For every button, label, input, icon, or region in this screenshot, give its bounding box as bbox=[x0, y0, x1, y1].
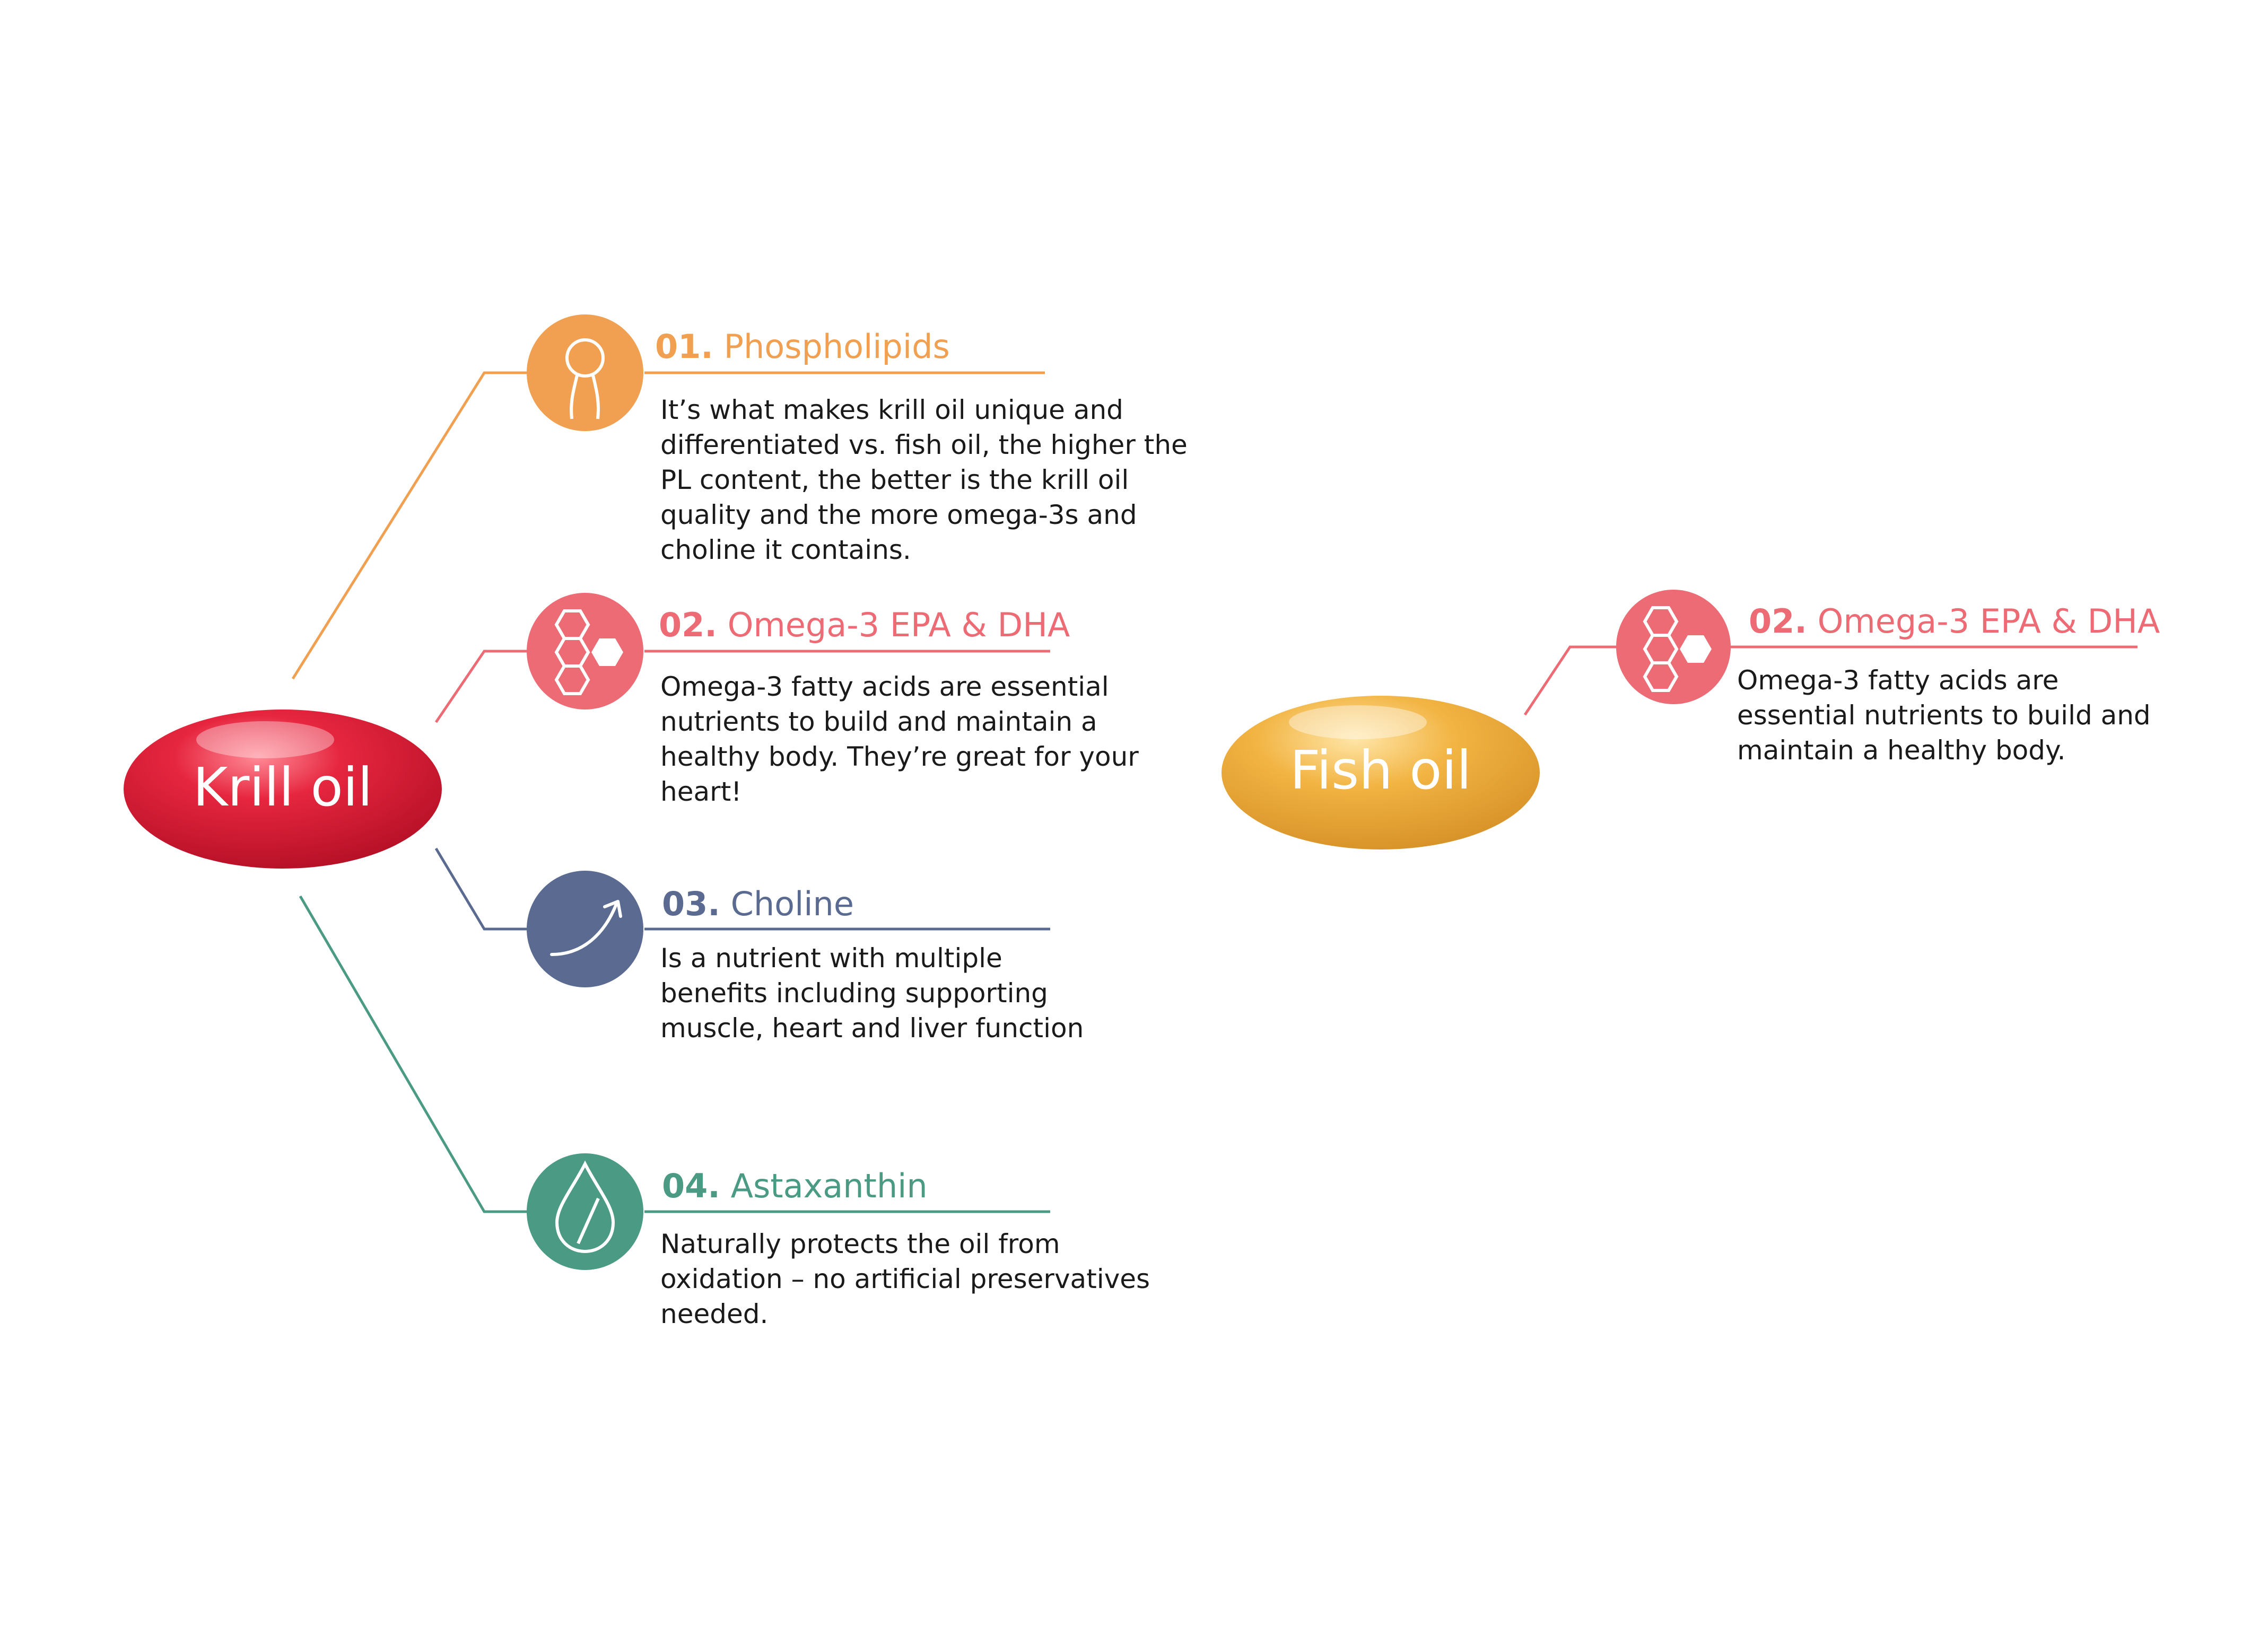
fish-oil-capsule bbox=[1222, 696, 1540, 849]
item-description-choline: Is a nutrient with multiple benefits inc… bbox=[660, 943, 1084, 1044]
arrow-curve-icon bbox=[527, 871, 643, 987]
item-heading-omega3-krill: 02. Omega-3 EPA & DHA bbox=[659, 606, 1070, 644]
item-number: 02. bbox=[659, 606, 717, 644]
item-title: Omega-3 EPA & DHA bbox=[1817, 602, 2160, 641]
item-number: 02. bbox=[1749, 602, 1807, 641]
item-title: Choline bbox=[730, 884, 854, 923]
connector-choline bbox=[434, 847, 530, 931]
item-description-astaxanthin: Naturally protects the oil from oxidatio… bbox=[660, 1229, 1150, 1329]
item-description-omega3-fish: Omega-3 fatty acids are essential nutrie… bbox=[1737, 665, 2151, 766]
hexagon-molecule-icon bbox=[527, 593, 643, 709]
hexagon-molecule-icon bbox=[1616, 590, 1731, 704]
connector-omega3-krill bbox=[434, 650, 530, 723]
connector-omega3-fish bbox=[1523, 645, 1618, 716]
drop-icon bbox=[527, 1153, 643, 1270]
item-title: Phospholipids bbox=[723, 327, 950, 366]
phospholipid-icon bbox=[527, 314, 643, 431]
item-heading-choline: 03. Choline bbox=[662, 885, 854, 923]
item-title: Omega-3 EPA & DHA bbox=[727, 606, 1070, 644]
item-description-phospholipids: It’s what makes krill oil unique and dif… bbox=[660, 395, 1188, 565]
item-number: 01. bbox=[655, 327, 713, 366]
connector-astaxanthin bbox=[299, 895, 530, 1213]
krill-oil-capsule bbox=[124, 709, 442, 869]
connector-phospholipids bbox=[291, 371, 530, 680]
item-number: 04. bbox=[662, 1167, 720, 1205]
fish-oil-title: Fish oil bbox=[1289, 739, 1472, 801]
item-number: 03. bbox=[662, 884, 720, 923]
item-heading-phospholipids: 01. Phospholipids bbox=[655, 328, 950, 366]
item-description-omega3-krill: Omega-3 fatty acids are essential nutrie… bbox=[660, 671, 1139, 807]
item-heading-astaxanthin: 04. Astaxanthin bbox=[662, 1167, 928, 1205]
krill-oil-title: Krill oil bbox=[193, 756, 373, 818]
item-heading-omega3-fish: 02. Omega-3 EPA & DHA bbox=[1749, 602, 2160, 641]
item-title: Astaxanthin bbox=[730, 1167, 928, 1205]
